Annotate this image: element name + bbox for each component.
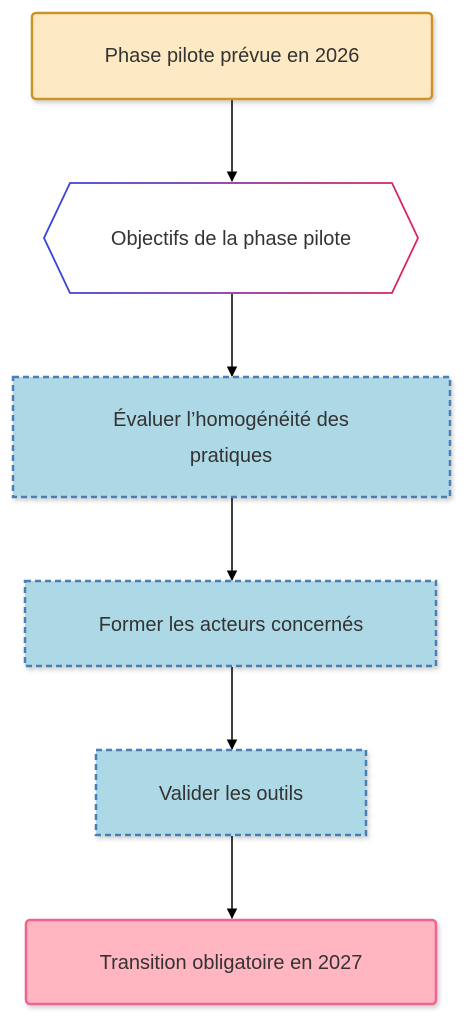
node-transition-label: Transition obligatoire en 2027 [100, 952, 363, 974]
node-evaluate: Évaluer l’homogénéité des pratiques [11, 375, 452, 499]
node-evaluate-label-line1: Évaluer l’homogénéité des [113, 408, 349, 431]
node-objectives-label: Objectifs de la phase pilote [111, 228, 351, 250]
node-validate: Valider les outils [94, 748, 368, 837]
node-validate-label: Valider les outils [159, 783, 303, 805]
node-train-box [23, 579, 438, 668]
node-validate-box [94, 748, 368, 837]
node-transition-box [24, 918, 438, 1006]
node-objectives: Objectifs de la phase pilote [43, 182, 419, 294]
node-evaluate-box [11, 375, 452, 499]
node-train: Former les acteurs concernés [23, 579, 438, 668]
node-evaluate-label-line2: pratiques [190, 445, 272, 467]
node-transition: Transition obligatoire en 2027 [24, 918, 438, 1006]
node-train-label: Former les acteurs concernés [99, 614, 364, 636]
node-objectives-hexagon [43, 182, 419, 294]
node-pilot-phase: Phase pilote prévue en 2026 [30, 11, 434, 101]
node-pilot-phase-box [30, 11, 434, 101]
node-pilot-phase-label: Phase pilote prévue en 2026 [105, 45, 360, 67]
